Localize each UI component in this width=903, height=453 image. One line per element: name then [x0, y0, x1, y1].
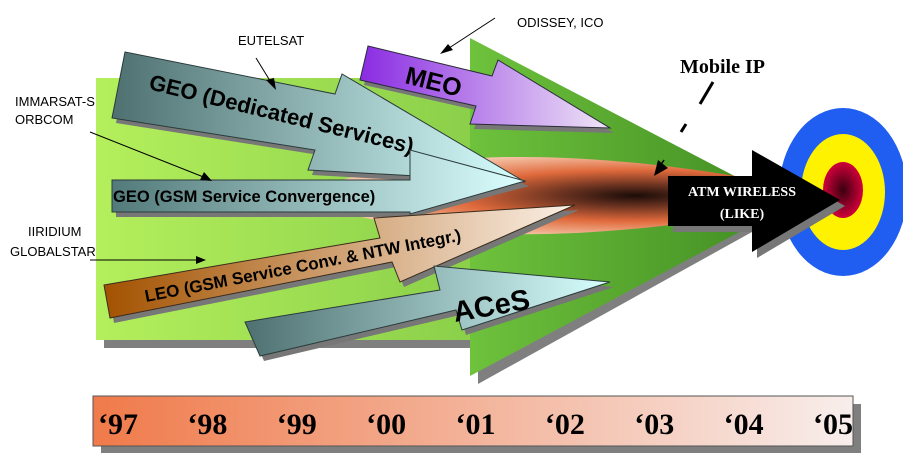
label-iiridium: IIRIDIUM [28, 224, 81, 239]
arrow-geo-gsm: GEO (GSM Service Convergence) [111, 149, 529, 217]
timeline-year: ‘98 [187, 408, 227, 441]
timeline-bar: ‘97 ‘98 ‘99 ‘00 ‘01 ‘02 ‘03 ‘04 ‘05 [92, 395, 861, 453]
label-globalstar: GLOBALSTAR [10, 244, 96, 259]
label-odissey: ODISSEY, ICO [517, 15, 603, 30]
mobile-ip-label: Mobile IP [680, 56, 765, 78]
timeline-year: ‘01 [456, 408, 496, 441]
target-bullseye [779, 108, 903, 276]
timeline-gradient [92, 395, 854, 447]
atm-wireless-label-line1: ATM WIRELESS [688, 185, 796, 200]
atm-wireless-arrow: ATM WIRELESS (LIKE) [668, 150, 845, 258]
arrow-geo-gsm-label: GEO (GSM Service Convergence) [113, 188, 375, 206]
timeline-year: ‘03 [634, 408, 674, 441]
timeline-year: ‘97 [98, 408, 138, 441]
timeline-year: ‘00 [366, 408, 406, 441]
timeline-year: ‘99 [277, 408, 317, 441]
provider-labels: EUTELSAT ODISSEY, ICO IMMARSAT-S ORBCOM … [10, 15, 603, 264]
timeline-year: ‘02 [545, 408, 585, 441]
timeline-years: ‘97 ‘98 ‘99 ‘00 ‘01 ‘02 ‘03 ‘04 ‘05 [98, 408, 853, 441]
timeline-year: ‘05 [813, 408, 853, 441]
label-eutelsat: EUTELSAT [238, 33, 304, 48]
arrow-meo: MEO [359, 45, 614, 133]
label-immarsat: IMMARSAT-S [15, 94, 95, 109]
atm-wireless-label-line2: (LIKE) [720, 207, 765, 222]
label-orbcom: ORBCOM [15, 112, 74, 127]
mobile-ip-callout: Mobile IP [654, 56, 765, 176]
timeline-year: ‘04 [724, 408, 764, 441]
